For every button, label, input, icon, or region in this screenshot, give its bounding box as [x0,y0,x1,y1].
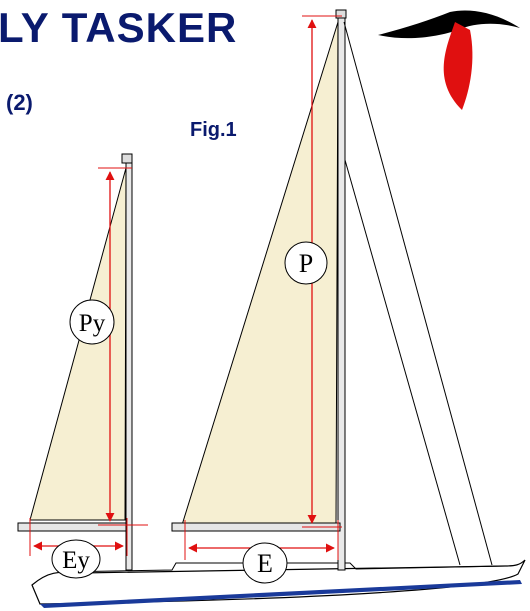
forestay [343,21,493,566]
label-ey-text: Ey [62,547,90,574]
mizzen-mast [121,153,133,571]
logo-icon [378,10,520,110]
label-py-text: Py [79,310,106,337]
dimension-py [98,167,148,526]
label-ey: Ey [51,539,101,579]
label-py: Py [69,299,115,345]
header-subtitle: (2) [6,90,33,115]
figure-label: Fig.1 [190,119,237,141]
shroud [344,159,461,566]
mizzen-boom [17,522,127,532]
label-e-text: E [257,549,273,578]
main-mast [335,9,347,571]
label-e: E [242,542,288,584]
mizzen-sail [29,167,127,521]
header-title: LY TASKER [0,4,237,51]
label-p-text: P [299,249,313,278]
label-p: P [284,241,328,285]
